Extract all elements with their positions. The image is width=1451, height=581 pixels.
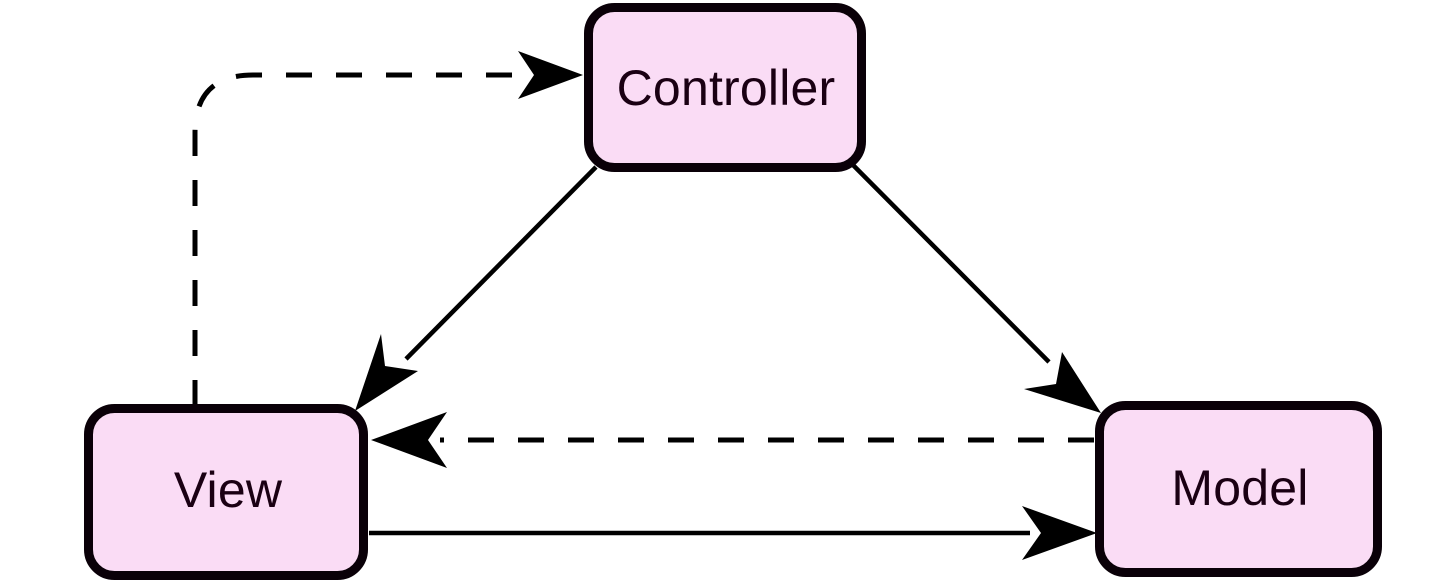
node-view[interactable]: View bbox=[84, 404, 368, 580]
edge-controller-to-view-arrowhead bbox=[355, 334, 418, 411]
node-controller-box[interactable] bbox=[584, 3, 866, 172]
edge-view-to-controller-arrowhead bbox=[518, 51, 583, 99]
edge-controller-to-view-line bbox=[404, 165, 598, 361]
node-view-box[interactable] bbox=[84, 404, 368, 580]
edge-model-to-view bbox=[371, 412, 1094, 468]
edge-controller-to-view bbox=[355, 165, 598, 411]
node-controller[interactable]: Controller bbox=[584, 3, 866, 172]
edge-controller-to-model-line bbox=[851, 163, 1051, 364]
edge-view-to-controller bbox=[192, 51, 583, 406]
edge-view-to-model-arrowhead bbox=[1022, 506, 1097, 560]
edge-view-to-controller-line bbox=[192, 72, 520, 406]
node-model-box[interactable] bbox=[1095, 401, 1382, 577]
node-model-label: Model bbox=[1171, 460, 1308, 516]
edge-controller-to-model-arrowhead bbox=[1024, 352, 1101, 413]
node-view-label: View bbox=[174, 462, 283, 518]
node-model[interactable]: Model bbox=[1095, 401, 1382, 577]
edge-controller-to-model bbox=[851, 163, 1101, 413]
edge-view-to-model bbox=[369, 506, 1097, 560]
node-controller-label: Controller bbox=[617, 60, 836, 116]
edge-model-to-view-arrowhead bbox=[371, 412, 447, 468]
